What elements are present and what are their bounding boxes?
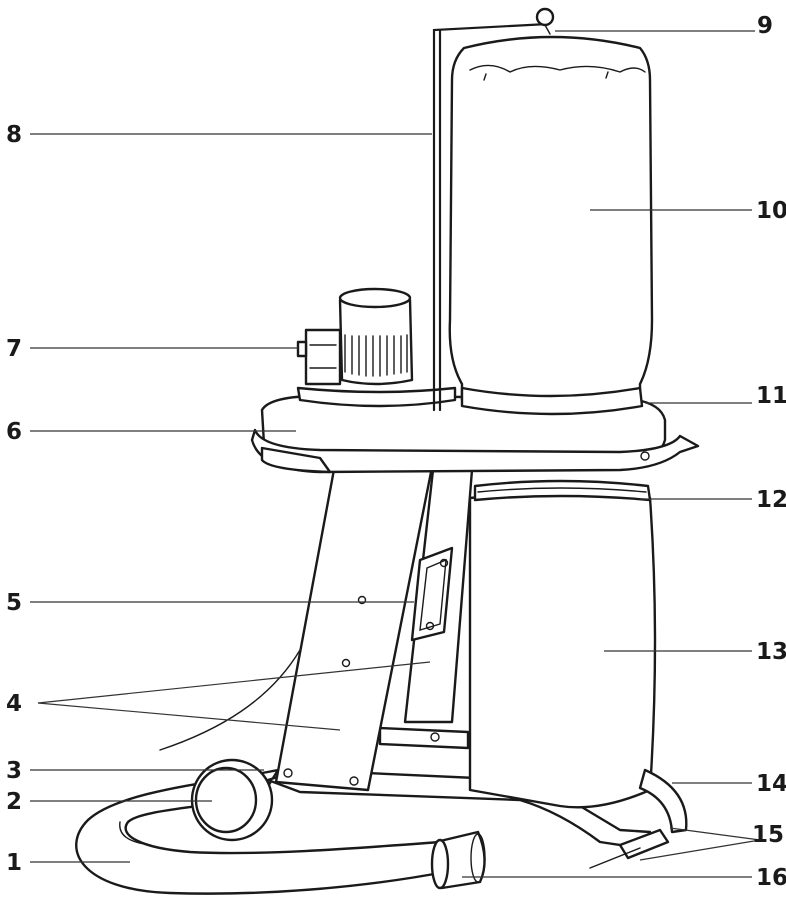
- lower-collection-bag: [468, 479, 657, 809]
- clamp-ring: [190, 758, 274, 842]
- callout-4: 4: [6, 691, 22, 717]
- callout-7: 7: [6, 336, 22, 362]
- callout-1: 1: [6, 850, 22, 876]
- support-rod: [432, 22, 550, 412]
- callout-2: 2: [6, 789, 22, 815]
- callout-labels: 1 2 3 4 5 6 7 8 9 10 11 12 13 14 15 16: [6, 13, 786, 891]
- mounting-bracket: [410, 546, 454, 642]
- leader-lines: [30, 30, 761, 878]
- callout-11: 11: [756, 383, 786, 409]
- electric-motor: [296, 287, 457, 408]
- callout-5: 5: [6, 590, 22, 616]
- callout-14: 14: [756, 771, 786, 797]
- callout-8: 8: [6, 122, 22, 148]
- hose-connector: [430, 830, 486, 890]
- callout-13: 13: [756, 639, 786, 665]
- callout-12: 12: [756, 487, 786, 513]
- callout-10: 10: [756, 198, 786, 224]
- upper-filter-bag: [448, 35, 654, 416]
- callout-16: 16: [756, 865, 786, 891]
- callout-15: 15: [752, 822, 784, 848]
- callout-6: 6: [6, 419, 22, 445]
- callout-3: 3: [6, 758, 22, 784]
- bag-hanger-ring: [535, 7, 555, 35]
- callout-9: 9: [757, 13, 773, 39]
